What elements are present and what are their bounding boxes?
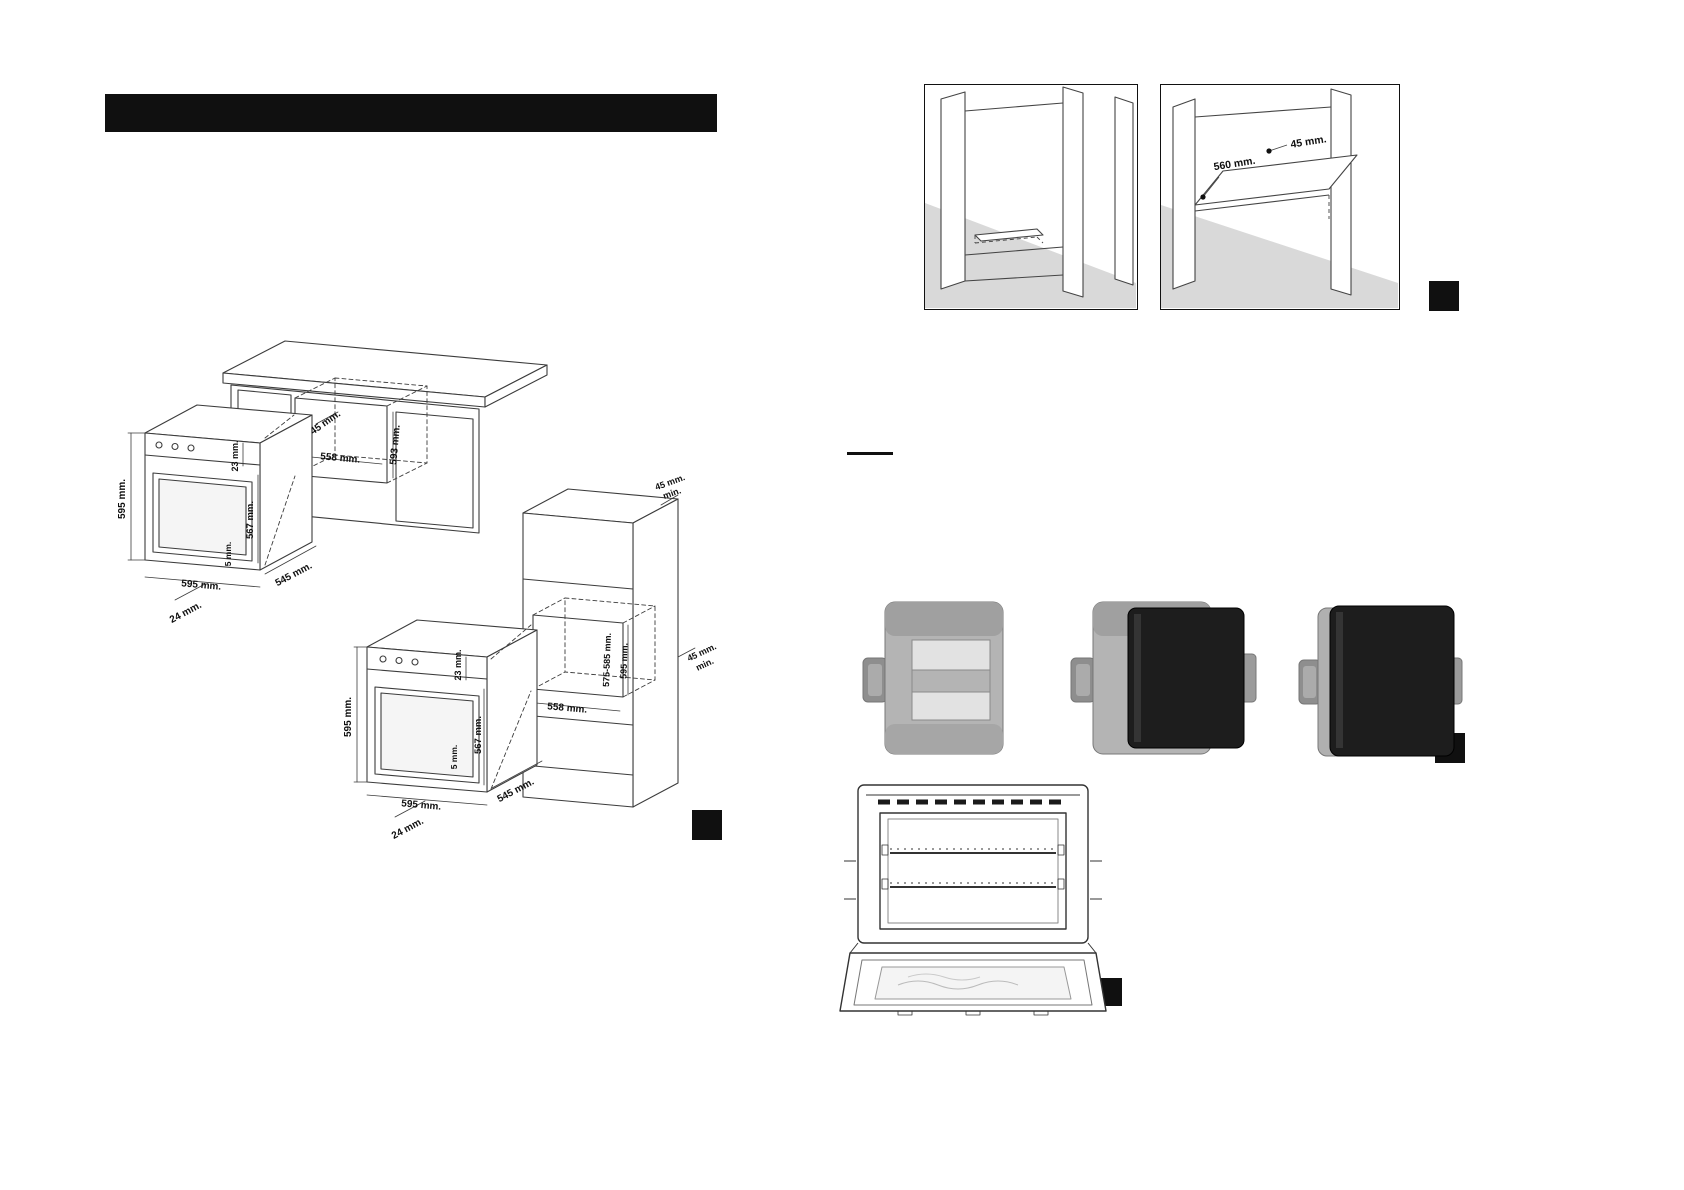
open-oven-drawing bbox=[839, 784, 1107, 1016]
dim-oven1-width: 595 mm. bbox=[181, 578, 222, 592]
cabinet-batten-drawing bbox=[925, 86, 1136, 308]
dim-shelf-offset: 45 mm. bbox=[1290, 133, 1328, 151]
section-title-bar bbox=[105, 94, 717, 132]
oven-undercounter-drawing bbox=[127, 404, 317, 601]
oven-column-drawing bbox=[353, 619, 543, 818]
column-unit-drawing bbox=[522, 488, 696, 808]
dim-oven2-height: 595 mm. bbox=[343, 697, 354, 737]
cabinet-shelf-drawing: 560 mm. 45 mm. bbox=[1161, 88, 1398, 308]
bracket-step-2 bbox=[1070, 601, 1257, 755]
dim-oven1-depth: 545 mm. bbox=[274, 560, 315, 589]
dim-oven2-inset: 24 mm. bbox=[390, 816, 426, 842]
figure-marker-2 bbox=[692, 810, 722, 840]
dim-oven2-gap: 5 mm. bbox=[449, 745, 459, 770]
dim-cutout-height: 593 mm. bbox=[388, 424, 402, 465]
figure-marker-1 bbox=[1429, 281, 1459, 311]
section-rule bbox=[847, 452, 893, 455]
cabinet-detail-panel-left bbox=[924, 84, 1138, 310]
dim-niche-height: 575-585 mm. bbox=[601, 633, 613, 687]
dim-oven1-inset: 24 mm. bbox=[168, 600, 204, 626]
dim-oven2-panel: 23 mm. bbox=[453, 649, 463, 680]
dim-niche-width: 558 mm. bbox=[547, 701, 588, 715]
bracket-step-3 bbox=[1298, 605, 1463, 757]
dim-cutout-width: 558 mm. bbox=[320, 451, 361, 465]
dim-column-height: 595 mm. bbox=[618, 643, 629, 679]
dim-oven1-gap: 5 mm. bbox=[223, 542, 233, 567]
dim-oven1-cavity: 567 mm. bbox=[245, 501, 256, 539]
installation-diagrams: 45 mm. 558 mm. 593 mm. 595 mm. 23 mm. 56… bbox=[117, 340, 718, 842]
bracket-step-1 bbox=[862, 601, 1004, 755]
dim-oven2-width: 595 mm. bbox=[401, 798, 442, 812]
cabinet-detail-panel-right: 560 mm. 45 mm. bbox=[1160, 84, 1400, 310]
dim-oven1-height: 595 mm. bbox=[117, 479, 128, 519]
dim-oven1-panel: 23 mm. bbox=[230, 440, 240, 471]
dim-oven2-cavity: 567 mm. bbox=[473, 716, 484, 754]
